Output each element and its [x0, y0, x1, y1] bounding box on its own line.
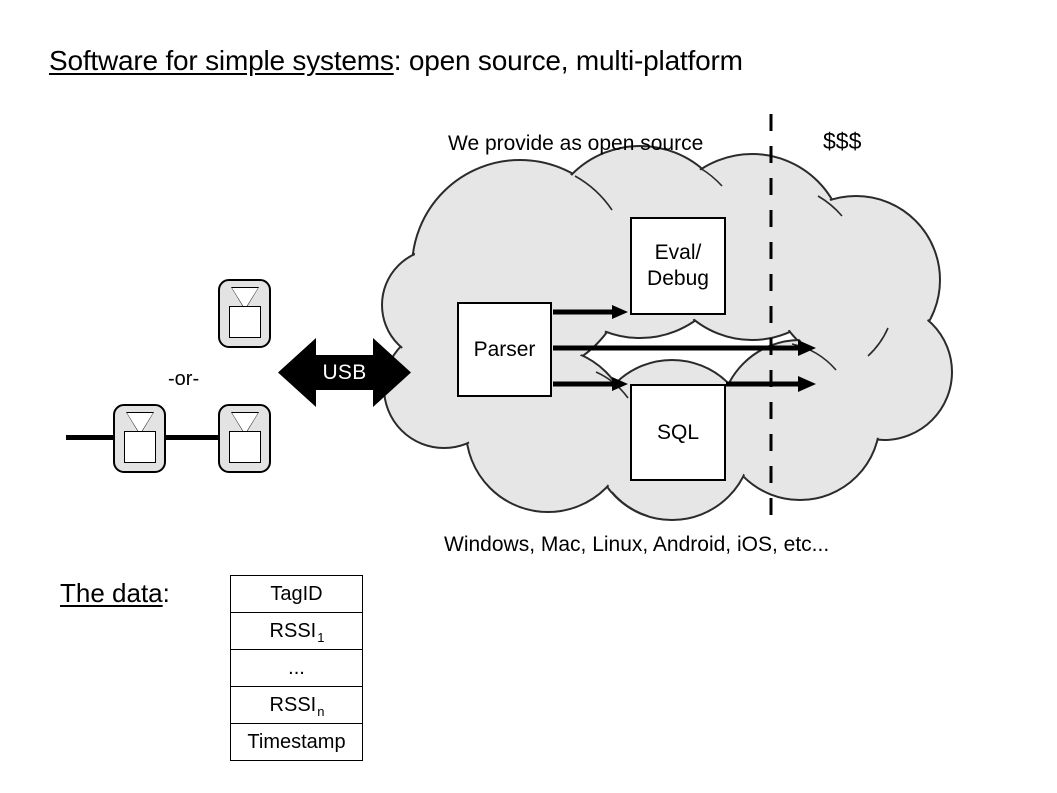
arrow-parser-to-sql: [553, 377, 628, 391]
cell-base: Timestamp: [247, 730, 346, 753]
cell-base: RSSI: [269, 693, 317, 716]
table-row: TagID: [230, 575, 363, 613]
data-packet-table: TagID RSSI1 ... RSSIn Timestamp: [230, 575, 363, 761]
tag-chip-icon: [228, 306, 261, 338]
table-cell: TagID: [230, 575, 363, 613]
data-section-label: The data:: [60, 578, 170, 609]
tag-chip-icon: [123, 431, 156, 463]
arrow-parser-to-output: [553, 340, 816, 356]
page-title: Software for simple systems: open source…: [49, 44, 743, 78]
table-cell: Timestamp: [230, 723, 363, 761]
label-platforms: Windows, Mac, Linux, Android, iOS, etc..…: [444, 533, 830, 556]
tag-device-chained-right: [218, 404, 271, 473]
antenna-triangle-inner-icon: [231, 413, 258, 434]
data-section-label-underlined: The data: [60, 578, 163, 608]
box-parser-label: Parser: [473, 337, 536, 361]
data-section-label-rest: :: [162, 578, 170, 608]
table-cell: RSSIn: [230, 686, 363, 724]
page-title-underlined: Software for simple systems: [49, 45, 394, 76]
tag-device-standalone: [218, 279, 271, 348]
page-title-rest: : open source, multi-platform: [393, 45, 743, 76]
tag-chip-icon: [228, 431, 261, 463]
box-eval-debug-line2: Debug: [647, 267, 709, 290]
usb-arrow-shape: [278, 338, 411, 407]
antenna-triangle-inner-icon: [231, 288, 258, 309]
arrow-parser-to-evaldebug: [553, 305, 628, 319]
box-sql: SQL: [630, 384, 726, 481]
cell-subscript: 1: [317, 629, 325, 645]
tag-wire: [66, 435, 271, 440]
table-row: RSSI1: [230, 612, 363, 650]
box-parser: Parser: [457, 302, 552, 397]
box-eval-debug-label: Eval/Debug: [647, 240, 709, 292]
label-open-source: We provide as open source: [448, 132, 704, 155]
arrow-sql-to-output: [726, 376, 816, 392]
label-or: -or-: [168, 368, 200, 390]
table-row: Timestamp: [230, 723, 363, 761]
usb-connection-arrow: USB: [278, 336, 411, 409]
cell-base: ...: [288, 656, 305, 679]
cell-subscript: n: [317, 703, 325, 719]
table-cell: RSSI1: [230, 612, 363, 650]
table-row: RSSIn: [230, 686, 363, 724]
data-packet-table-body: TagID RSSI1 ... RSSIn Timestamp: [230, 575, 363, 761]
tag-device-chained-left: [113, 404, 166, 473]
cell-base: RSSI: [269, 619, 317, 642]
box-eval-debug: Eval/Debug: [630, 217, 726, 315]
table-row: ...: [230, 649, 363, 687]
cell-base: TagID: [270, 582, 323, 605]
box-sql-label: SQL: [656, 420, 700, 444]
table-cell: ...: [230, 649, 363, 687]
label-cost: $$$: [823, 128, 862, 154]
box-eval-debug-line1: Eval/: [654, 241, 702, 264]
antenna-triangle-inner-icon: [126, 413, 153, 434]
